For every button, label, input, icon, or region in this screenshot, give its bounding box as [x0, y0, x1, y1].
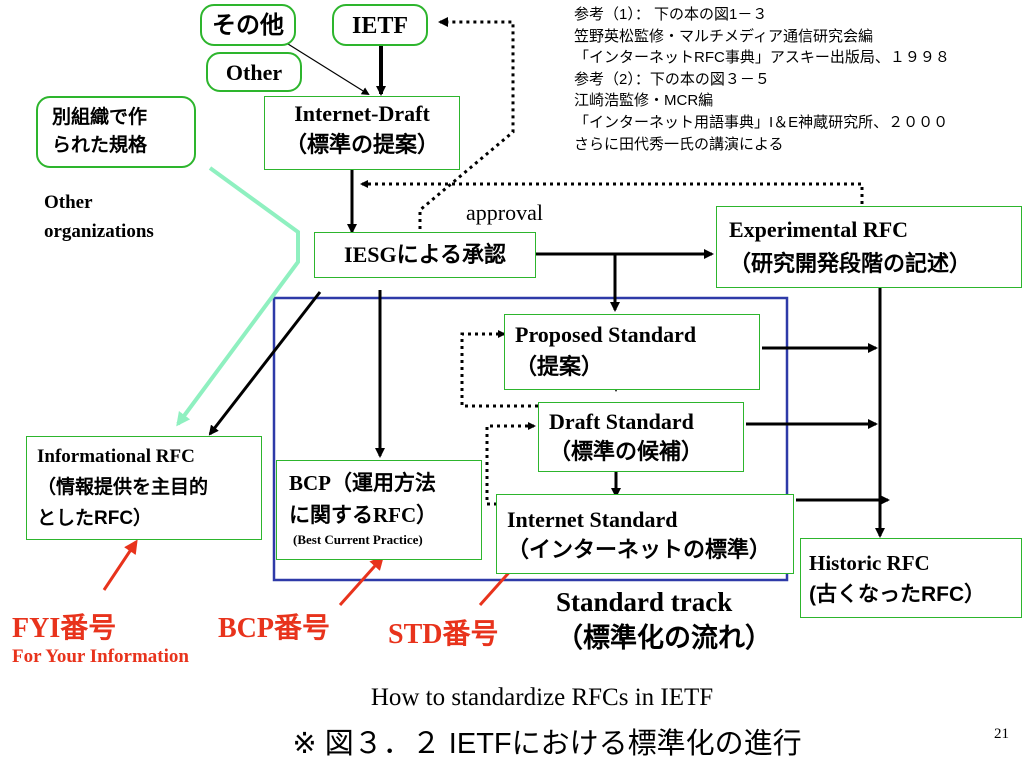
node-historic-title: Historic RFC	[809, 551, 930, 575]
node-other-org-jp-line2: られた規格	[52, 135, 148, 156]
node-draft-standard: Draft Standard （標準の候補）	[538, 402, 744, 472]
node-informational: Informational RFC （情報提供を主目的 としたRFC）	[26, 436, 262, 540]
label-fyi-sub: For Your Information	[12, 646, 189, 668]
node-internet-std-sub: （インターネットの標準）	[507, 537, 772, 562]
page-number: 21	[994, 726, 1009, 743]
red-arrow-fyi	[102, 539, 138, 591]
node-informational-line2: （情報提供を主目的	[37, 477, 209, 498]
node-other-org-en-line2: organizations	[44, 221, 154, 242]
standard-track-frame	[272, 296, 789, 582]
arrow-iesg-to-informational	[208, 291, 322, 436]
label-standard-track-sub: （標準化の流れ）	[556, 623, 772, 653]
approval-label-text: approval	[466, 200, 543, 225]
caption-jp-text: ※ 図３．２ IETFにおける標準化の進行	[292, 728, 802, 760]
label-standard-track-title: Standard track	[556, 587, 733, 617]
node-bcp-line2: に関するRFC）	[289, 503, 438, 527]
node-proposed-sub: （提案）	[515, 354, 604, 379]
node-ietf-label: IETF	[351, 13, 408, 39]
node-iesg: IESGによる承認	[314, 232, 536, 278]
node-other-org-en: Other organizations	[44, 188, 154, 246]
dotted-internet-to-draft	[485, 422, 536, 506]
node-historic: Historic RFC (古くなったRFC）	[800, 538, 1022, 618]
reference-line-6: 「インターネット用語事典」I＆E神蔵研究所、２０００	[574, 113, 949, 131]
node-draft-std-title: Draft Standard	[549, 409, 694, 434]
node-draft-std-sub: （標準の候補）	[549, 439, 704, 464]
label-standard-track: Standard track （標準化の流れ）	[556, 584, 772, 656]
node-sonota-label: その他	[212, 12, 284, 39]
node-ietf: IETF	[332, 4, 428, 46]
label-std-number-text: STD番号	[388, 619, 499, 650]
caption-jp: ※ 図３．２ IETFにおける標準化の進行	[0, 720, 1024, 762]
node-experimental-title: Experimental RFC	[729, 217, 909, 242]
node-other-org-jp-line1: 別組織で作	[52, 107, 148, 128]
node-experimental-sub: （研究開発段階の記述）	[729, 251, 972, 276]
node-informational-title: Informational RFC	[37, 446, 195, 467]
label-fyi: FYI番号	[12, 606, 116, 646]
node-bcp-sub: (Best Current Practice)	[293, 532, 423, 547]
node-internet-draft: Internet-Draft （標準の提案）	[264, 96, 460, 170]
reference-line-3: 「インターネットRFC事典」アスキー出版局、１９９８	[574, 49, 950, 67]
label-std-number: STD番号	[388, 612, 498, 652]
arrow-other-to-draft	[287, 43, 370, 96]
arrow-other-org-to-informational	[176, 166, 300, 427]
node-bcp: BCP（運用方法 に関するRFC） (Best Current Practice…	[276, 460, 482, 560]
dotted-draft-to-proposed	[460, 330, 538, 408]
dotted-iesg-to-ietf	[418, 17, 515, 236]
caption-en: How to standardize RFCs in IETF	[0, 684, 1024, 712]
node-historic-sub: (古くなったRFC）	[809, 583, 986, 606]
label-bcp-number: BCP番号	[218, 606, 330, 646]
node-other-org-jp: 別組織で作 られた規格	[36, 96, 196, 168]
node-internet-draft-title: Internet-Draft	[294, 101, 430, 126]
caption-en-text: How to standardize RFCs in IETF	[370, 684, 714, 711]
node-internet-draft-sub: （標準の提案）	[284, 132, 439, 157]
reference-line-1: 参考（1）： 下の本の図1－３	[574, 6, 768, 23]
node-experimental: Experimental RFC （研究開発段階の記述）	[716, 206, 1022, 288]
node-sonota: その他	[200, 4, 296, 46]
reference-line-5: 江崎浩監修・MCR編	[574, 92, 714, 110]
label-fyi-text: FYI番号	[12, 613, 117, 644]
node-internet-standard: Internet Standard （インターネットの標準）	[496, 494, 794, 574]
node-proposed-standard: Proposed Standard （提案）	[504, 314, 760, 390]
node-informational-line3: としたRFC）	[37, 508, 153, 529]
reference-line-7: さらに田代秀一氏の講演による	[574, 135, 784, 153]
label-bcp-number-text: BCP番号	[218, 613, 331, 644]
node-other: Other	[206, 52, 302, 92]
node-proposed-title: Proposed Standard	[515, 322, 697, 347]
reference-notes: 参考（1）： 下の本の図1－３ 笠野英松監修・マルチメディア通信研究会編 「イン…	[574, 4, 950, 155]
red-arrow-bcp	[338, 555, 384, 606]
node-iesg-label: IESGによる承認	[344, 242, 506, 267]
label-fyi-sub-text: For Your Information	[12, 646, 189, 667]
approval-label: approval	[466, 200, 543, 226]
node-other-label: Other	[225, 60, 283, 85]
reference-line-2: 笠野英松監修・マルチメディア通信研究会編	[574, 27, 873, 45]
reference-line-4: 参考（2）：下の本の図３－５	[574, 70, 770, 88]
page-number-text: 21	[994, 726, 1009, 742]
node-other-org-en-line1: Other	[44, 192, 93, 213]
node-internet-std-title: Internet Standard	[507, 507, 678, 532]
node-bcp-line1: BCP（運用方法	[289, 471, 436, 495]
